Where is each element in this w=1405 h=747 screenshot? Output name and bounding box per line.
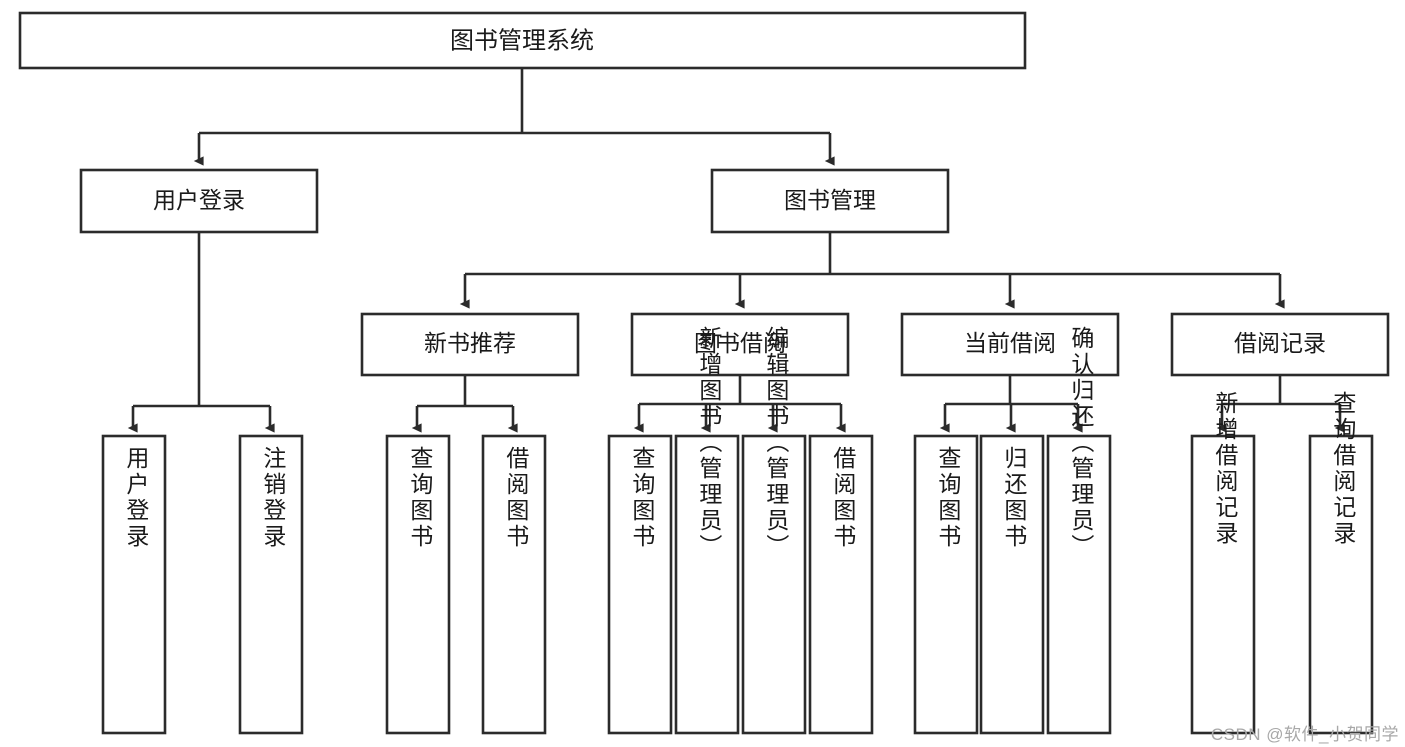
node-book-management-label: 图书管理 — [784, 187, 876, 213]
leaf-new-book-1-label: 查询图书 — [407, 446, 434, 550]
node-current-borrow[interactable]: 当前借阅 — [900, 312, 1120, 377]
leaf-user-login-1[interactable]: 用户登录 — [101, 434, 167, 735]
leaf-book-borrow-4-label: 借阅图书 — [830, 446, 857, 550]
edge-group-root — [193, 68, 835, 166]
node-user-login-box — [79, 168, 319, 234]
leaf-current-borrow-1[interactable]: 查询图书 — [913, 434, 979, 735]
leaf-new-book-2-box — [481, 434, 547, 735]
node-user-login-label: 用户登录 — [153, 187, 245, 213]
leaf-user-login-2[interactable]: 注销登录 — [238, 434, 304, 735]
leaf-current-borrow-3[interactable]: 确认归还（管理员） — [1046, 326, 1112, 735]
leaf-book-borrow-2-label: 新增图书（管理员） — [696, 326, 723, 560]
node-borrow-record[interactable]: 借阅记录 — [1170, 312, 1390, 377]
leaf-borrow-record-2[interactable]: 查询借阅记录 — [1308, 391, 1374, 735]
leaf-current-borrow-3-box — [1046, 434, 1112, 735]
node-root-system[interactable]: 图书管理系统 — [18, 11, 1027, 70]
node-root-system-label: 图书管理系统 — [450, 27, 594, 54]
leaf-user-login-2-box — [238, 434, 304, 735]
leaf-new-book-1-box — [385, 434, 451, 735]
leaf-book-borrow-3[interactable]: 编辑图书（管理员） — [741, 326, 807, 735]
leaf-book-borrow-3-box — [741, 434, 807, 735]
leaf-current-borrow-3-label: 确认归还（管理员） — [1068, 326, 1095, 560]
node-book-management[interactable]: 图书管理 — [710, 168, 950, 234]
leaf-book-borrow-1-box — [607, 434, 673, 735]
leaf-borrow-record-2-box — [1308, 434, 1374, 735]
leaf-user-login-1-box — [101, 434, 167, 735]
node-book-borrow[interactable]: 图书借阅 — [630, 312, 850, 377]
node-book-management-box — [710, 168, 950, 234]
leaf-user-login-1-label: 用户登录 — [123, 446, 150, 550]
edge-group-book-borrow — [633, 375, 846, 433]
edge-group-borrow-record — [1216, 375, 1345, 433]
leaf-book-borrow-4-box — [808, 434, 874, 735]
leaf-book-borrow-1[interactable]: 查询图书 — [607, 434, 673, 735]
node-new-book-recommend-label: 新书推荐 — [424, 330, 516, 356]
leaf-borrow-record-2-label: 查询借阅记录 — [1330, 391, 1357, 547]
node-user-login[interactable]: 用户登录 — [79, 168, 319, 234]
edge-group-user-login — [127, 232, 275, 433]
leaf-user-login-2-label: 注销登录 — [260, 446, 287, 550]
leaf-book-borrow-2-box — [674, 434, 740, 735]
leaf-book-borrow-2[interactable]: 新增图书（管理员） — [674, 326, 740, 735]
leaf-current-borrow-2[interactable]: 归还图书 — [979, 434, 1045, 735]
leaf-current-borrow-1-box — [913, 434, 979, 735]
node-root-system-box — [18, 11, 1027, 70]
edge-group-book-mgmt — [459, 232, 1285, 309]
leaf-new-book-2-label: 借阅图书 — [503, 446, 530, 550]
leaf-borrow-record-1-box — [1190, 434, 1256, 735]
leaf-current-borrow-2-label: 归还图书 — [1001, 446, 1028, 550]
node-book-borrow-label: 图书借阅 — [694, 330, 786, 356]
csdn-watermark: CSDN @软件_小贺同学 — [1210, 725, 1399, 744]
node-current-borrow-label: 当前借阅 — [964, 330, 1056, 356]
node-new-book-recommend[interactable]: 新书推荐 — [360, 312, 580, 377]
node-new-book-recommend-box — [360, 312, 580, 377]
leaf-book-borrow-3-label: 编辑图书（管理员） — [763, 326, 790, 560]
leaf-new-book-1[interactable]: 查询图书 — [385, 434, 451, 735]
node-borrow-record-label: 借阅记录 — [1234, 330, 1326, 356]
edge-group-new-book — [411, 375, 518, 433]
node-current-borrow-box — [900, 312, 1120, 377]
leaf-borrow-record-1[interactable]: 新增借阅记录 — [1190, 391, 1256, 735]
node-borrow-record-box — [1170, 312, 1390, 377]
node-book-borrow-box — [630, 312, 850, 377]
leaf-new-book-2[interactable]: 借阅图书 — [481, 434, 547, 735]
leaf-current-borrow-1-label: 查询图书 — [935, 446, 962, 550]
leaf-borrow-record-1-label: 新增借阅记录 — [1212, 391, 1239, 547]
edge-group-current-borrow — [939, 375, 1083, 433]
leaf-current-borrow-2-box — [979, 434, 1045, 735]
leaf-book-borrow-1-label: 查询图书 — [629, 446, 656, 550]
leaf-book-borrow-4[interactable]: 借阅图书 — [808, 434, 874, 735]
